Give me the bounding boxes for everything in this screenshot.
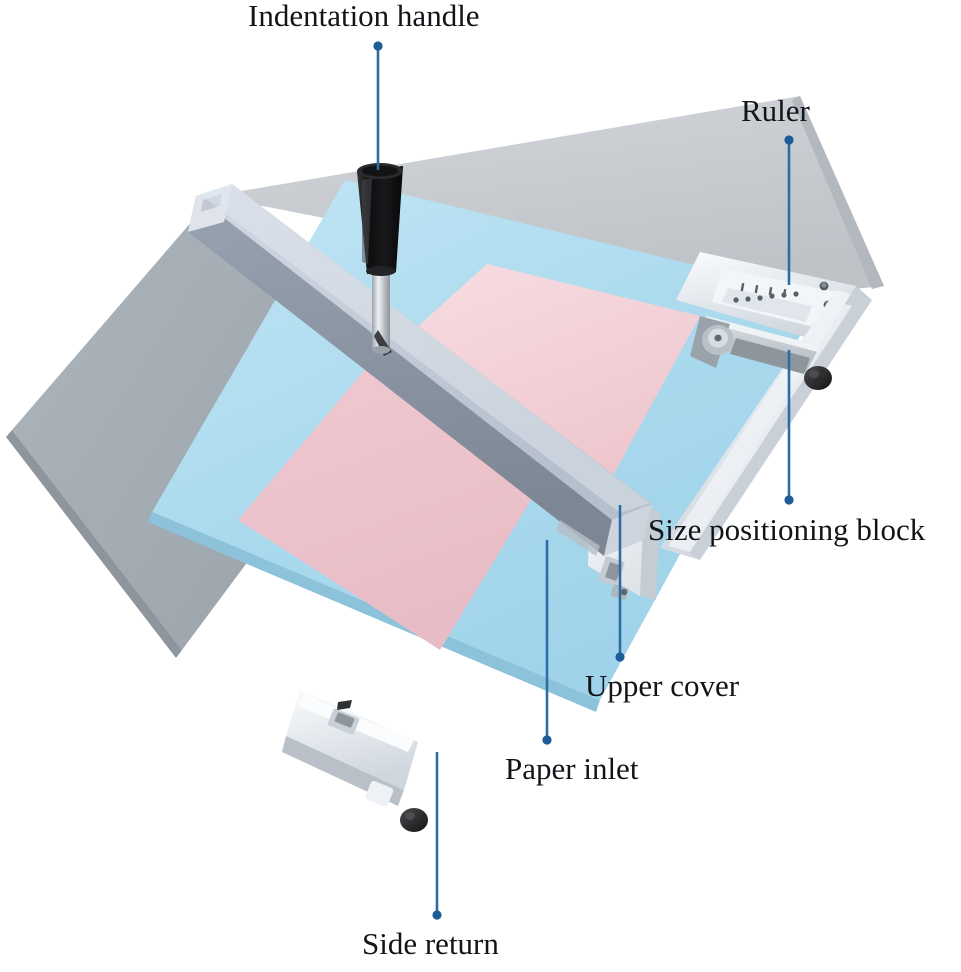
callout-label-upper-cover: Upper cover xyxy=(585,668,740,703)
indentation-handle[interactable] xyxy=(357,163,403,276)
leader-lines xyxy=(376,46,791,915)
handle-shaft xyxy=(372,268,392,356)
side-return-clamp[interactable] xyxy=(327,700,360,735)
pink-paper-upper xyxy=(414,264,700,492)
leader-dot-indentation-handle xyxy=(373,41,383,51)
callout-label-size-positioning-block: Size positioning block xyxy=(648,512,926,547)
pressing-bar[interactable] xyxy=(188,184,652,556)
knob-right[interactable] xyxy=(804,366,832,390)
leader-dot-upper-cover xyxy=(615,652,625,662)
leader-dot-side-return xyxy=(432,910,442,920)
knob-front[interactable] xyxy=(400,808,428,832)
leader-dot-paper-inlet xyxy=(542,735,552,745)
callout-label-paper-inlet: Paper inlet xyxy=(505,751,639,786)
back-plate xyxy=(212,96,884,300)
leader-dot-ruler xyxy=(784,135,794,145)
side-return-white-block xyxy=(365,780,394,807)
callout-label-side-return: Side return xyxy=(362,926,499,961)
leader-dot-size-positioning-block xyxy=(784,495,794,505)
bar-hinge-hardware xyxy=(598,556,629,600)
ruler-bed xyxy=(676,252,856,346)
ruler-ticks xyxy=(733,283,799,303)
callout-label-ruler: Ruler xyxy=(741,93,810,128)
leader-dots xyxy=(373,41,794,920)
paper-inlet-gap xyxy=(556,520,600,556)
callout-label-indentation-handle: Indentation handle xyxy=(248,0,480,33)
